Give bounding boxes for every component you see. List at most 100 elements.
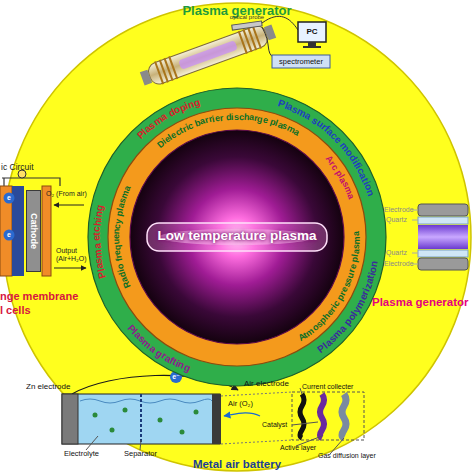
text-glyph: m <box>352 236 361 244</box>
plasma-tube-illustration <box>138 20 278 90</box>
part-label: Quartz <box>386 216 407 224</box>
section-title: Metal air battery <box>193 458 281 471</box>
part-label: ic Circuit <box>1 163 34 172</box>
text-glyph: s <box>352 244 361 250</box>
section-title: Plasma generator <box>372 296 469 309</box>
part-label: Electrolyte <box>64 450 99 458</box>
flow-label: Air (O₂) <box>228 400 253 408</box>
metal-air-battery-illustration <box>93 413 98 418</box>
part-label: Zn electrode <box>26 383 70 392</box>
part-label: PC <box>306 28 317 37</box>
text-glyph: d <box>225 113 231 122</box>
dbd-reactor-illustration <box>418 250 468 257</box>
text-glyph: c <box>92 226 102 232</box>
part-label: Gas diffusion layer <box>318 452 376 460</box>
plasma-tube-illustration <box>303 46 321 48</box>
part-label: Quartz <box>386 249 407 257</box>
dbd-reactor-illustration <box>412 210 418 264</box>
fuel-cell-illustration <box>0 170 86 276</box>
metal-air-battery-illustration <box>62 394 220 444</box>
plasma-tube-illustration <box>298 22 326 42</box>
text-glyph: s <box>234 112 239 121</box>
part-label: Electrode <box>384 206 414 214</box>
plasma-tube-illustration <box>262 27 274 58</box>
plasma-tube-illustration <box>232 21 262 30</box>
text-glyph: a <box>351 248 361 254</box>
dbd-reactor-illustration <box>418 217 468 224</box>
yellow-disc <box>3 3 471 471</box>
plasma-tube-illustration <box>253 26 261 49</box>
center-title: Low temperature plasma <box>129 228 345 243</box>
fuel-cell-illustration <box>4 193 15 204</box>
flow-label: Output (Air+H₂O) <box>56 247 87 262</box>
text-glyph: q <box>113 244 122 250</box>
ring-band: Radio frequency plasmaDielectric barrier… <box>107 107 367 367</box>
dbd-reactor-illustration <box>418 225 468 249</box>
ring-outline <box>108 108 366 366</box>
metal-air-battery-illustration <box>342 394 346 438</box>
section-title: nge membrane <box>0 290 78 302</box>
metal-air-battery-illustration <box>158 418 163 423</box>
text-glyph: a <box>352 231 361 236</box>
metal-air-battery-illustration <box>93 408 199 435</box>
text-glyph: n <box>369 260 380 268</box>
metal-air-battery-illustration <box>123 408 128 413</box>
part-label: Separator <box>124 450 157 458</box>
plasma-tube-illustration <box>264 24 276 40</box>
text-glyph: r <box>219 113 224 122</box>
electron-label: e <box>7 194 11 202</box>
fuel-cell-illustration <box>54 205 84 206</box>
text-glyph: c <box>238 112 243 121</box>
plasma-tube-illustration <box>155 26 261 84</box>
plasma-tube-illustration <box>178 40 238 70</box>
electrode-name: Cathode <box>29 213 38 249</box>
fuel-cell-illustration <box>4 230 15 241</box>
metal-air-battery-illustration <box>86 436 141 450</box>
metal-air-battery-illustration <box>320 394 324 438</box>
metal-air-battery-illustration <box>180 430 185 435</box>
text-glyph: n <box>112 228 121 234</box>
metal-air-battery-illustration <box>194 410 199 415</box>
plasma-core-outline <box>130 130 344 344</box>
yellow-disc <box>3 3 471 471</box>
text-glyph: a <box>92 243 102 249</box>
text-glyph <box>92 241 102 244</box>
text-glyph: e <box>112 234 121 239</box>
metal-air-battery-illustration <box>300 394 304 438</box>
metal-air-battery-illustration <box>80 399 212 403</box>
part-label: Electrode <box>384 260 414 268</box>
fuel-cell-illustration <box>54 268 86 269</box>
part-label: Current collecter <box>302 383 353 391</box>
plasma-tube-illustration <box>138 16 330 90</box>
dbd-reactor-illustration <box>412 204 468 270</box>
part-label: Air electrode <box>244 380 289 389</box>
electron-label: e⁻ <box>172 373 180 381</box>
part-label: Catalyst <box>262 421 287 429</box>
plasma-tube-illustration <box>169 56 177 79</box>
metal-air-battery-illustration <box>221 392 292 444</box>
text-glyph: e <box>262 115 269 125</box>
text-glyph: u <box>112 239 121 245</box>
plasma-tube-illustration <box>146 23 270 86</box>
metal-air-battery-illustration <box>110 428 115 433</box>
plasma-tube-illustration <box>308 42 316 46</box>
part-label: Active layer <box>280 444 316 452</box>
text-glyph: a <box>345 193 355 201</box>
text-glyph: m <box>92 249 103 259</box>
plasma-tube-illustration <box>272 55 330 68</box>
text-glyph: i <box>231 113 234 122</box>
ring-band: Plasma etchingPlasma dopingPlasma surfac… <box>87 87 387 387</box>
section-title: l cells <box>0 304 31 316</box>
metal-air-battery-illustration <box>62 394 78 444</box>
cathode-box: Cathode <box>26 190 41 272</box>
plasma-core-circle: Low temperature plasma <box>129 129 345 345</box>
ring-label: Plasma etching <box>90 201 109 281</box>
flow-label: O₂ (From air) <box>46 190 87 198</box>
plasma-tube-illustration <box>140 70 152 86</box>
fuel-cell-illustration <box>2 178 60 186</box>
fuel-cell-illustration <box>3 178 4 186</box>
electron-label: e <box>7 231 11 239</box>
metal-air-battery-illustration <box>140 394 142 444</box>
metal-air-battery-illustration <box>224 413 260 416</box>
plasma-tube-illustration <box>262 16 298 30</box>
